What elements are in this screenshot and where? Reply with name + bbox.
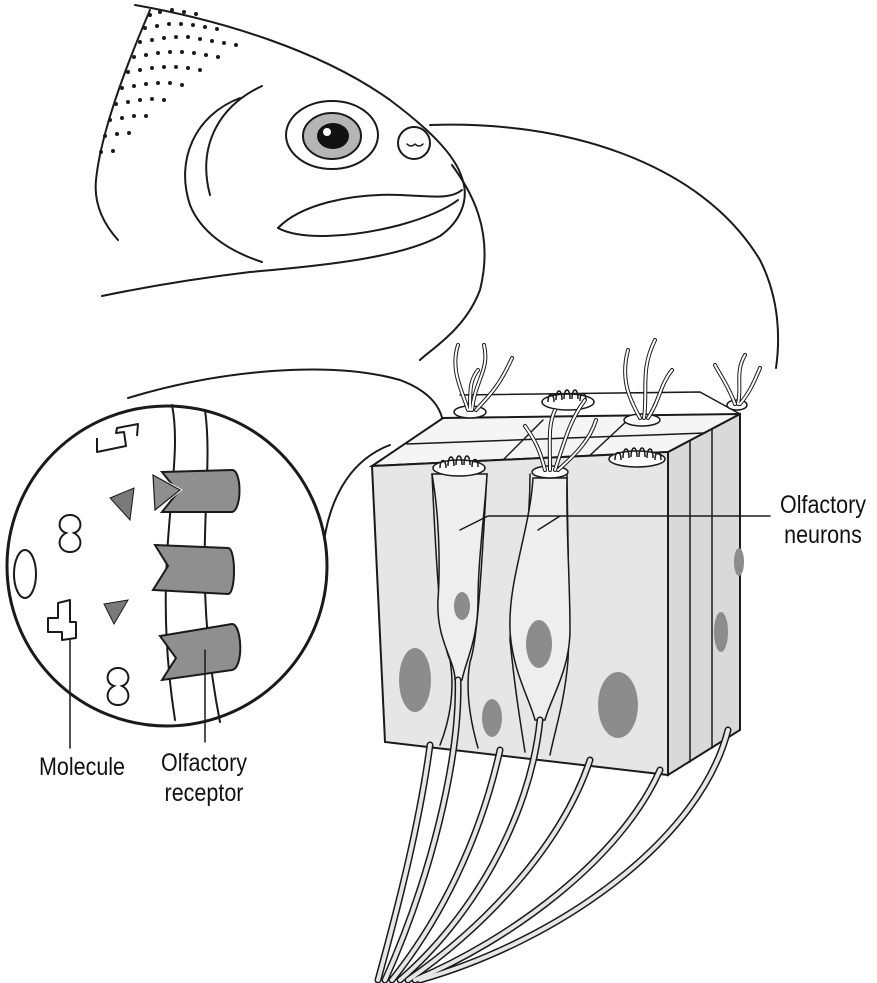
- label-olfactory-receptor: Olfactory receptor: [146, 748, 263, 808]
- receptor-1: [159, 468, 241, 513]
- label-molecule: Molecule: [38, 753, 126, 781]
- receptor-3: [158, 622, 242, 682]
- top-divider-a: [406, 432, 706, 445]
- support-nucleus-2: [482, 699, 502, 737]
- support-nucleus-1: [399, 648, 431, 712]
- axons: [374, 676, 732, 983]
- fish-head-outline: [101, 4, 466, 297]
- label-olfactory-neurons: Olfactory neurons: [765, 490, 877, 550]
- label-olfactory-receptor-line2: receptor: [164, 779, 244, 807]
- molecule-plus-shape: [47, 599, 77, 641]
- neuron-2-nucleus: [526, 620, 552, 668]
- fish-back-contour: [94, 9, 151, 241]
- olfactory-epithelium: [368, 338, 762, 983]
- molecule-peanut-2: [106, 666, 130, 707]
- nostril-detail: [406, 143, 424, 147]
- callout-line-left: [419, 164, 486, 361]
- molecule-peanut-1: [58, 513, 82, 554]
- neurons-pointer-line-1: [459, 515, 771, 531]
- bound-molecule-outline: [152, 473, 182, 512]
- label-olfactory-neurons-line1: Olfactory: [779, 491, 867, 519]
- label-olfactory-receptor-line1: Olfactory: [160, 749, 248, 777]
- receptor-2: [151, 543, 235, 596]
- molecule-step: [96, 423, 139, 453]
- molecule-oval: [13, 549, 37, 599]
- side-nucleus-2: [734, 548, 744, 576]
- magnifier: [5, 404, 329, 728]
- callout-line-right: [429, 123, 780, 369]
- tissue-side-face: [667, 412, 741, 777]
- neurons-pointer-line-2: [537, 515, 561, 531]
- fish-lip: [277, 199, 459, 237]
- side-nucleus-1: [714, 612, 728, 652]
- molecule-triangle-1: [109, 487, 135, 522]
- label-olfactory-neurons-line2: neurons: [784, 521, 862, 549]
- membrane-outer: [164, 404, 176, 721]
- neuron-1-body: [431, 473, 488, 681]
- support-nucleus-3: [598, 672, 638, 738]
- top-back-edge: [459, 391, 741, 415]
- cell-wall-2: [467, 473, 488, 749]
- callout-line-magnifier-top: [127, 368, 445, 451]
- top-divider-b: [497, 419, 544, 466]
- cilia-hairs-inner: [454, 339, 761, 471]
- gill-cover-inner: [205, 85, 263, 196]
- top-divider-c: [584, 417, 631, 461]
- neuron-2-body: [509, 477, 571, 721]
- eye-pupil: [317, 123, 349, 149]
- molecule-triangle-2: [103, 599, 129, 626]
- fish-head: [94, 4, 466, 297]
- gill-cover: [184, 97, 263, 263]
- eye-highlight: [323, 128, 331, 136]
- fish-jaw: [277, 189, 463, 229]
- neuron-1-nucleus: [454, 592, 470, 620]
- nostril: [397, 126, 431, 160]
- fish-scales: [99, 8, 238, 154]
